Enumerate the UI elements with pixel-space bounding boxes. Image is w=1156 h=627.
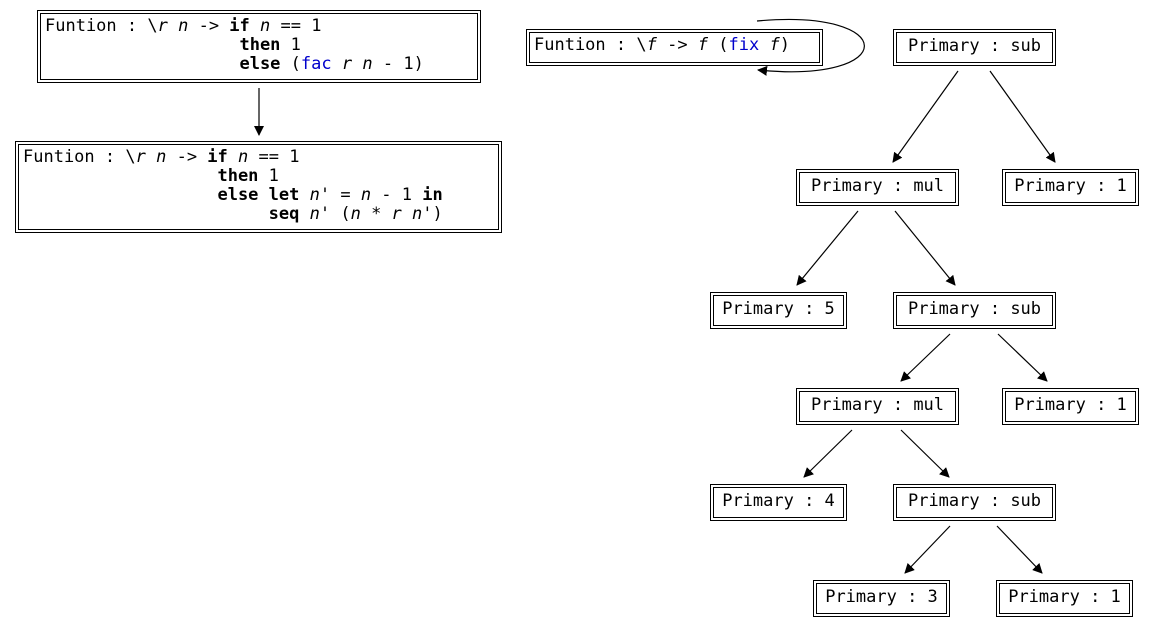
- function-node-fix: Funtion : \f -> f (fix f): [526, 29, 823, 66]
- code-token: ->: [188, 16, 230, 36]
- code-token: ): [779, 35, 790, 55]
- tree-node-1-c: Primary : 1: [996, 580, 1133, 617]
- tree-node-mul-2: Primary : mul: [796, 388, 959, 425]
- code-token: (: [280, 54, 301, 74]
- code-line: Funtion : \r n -> if n == 1: [23, 148, 494, 167]
- edge-sub3-to-1: [996, 525, 1043, 574]
- edge-mul-to-5: [796, 210, 859, 286]
- edge-sub2-to-1: [997, 333, 1048, 382]
- node-label: Primary : sub: [896, 487, 1053, 518]
- code-token: n: [260, 16, 271, 36]
- code-token: - 1: [371, 185, 423, 205]
- code-token: f: [646, 35, 657, 55]
- code-token: n: [350, 204, 361, 224]
- function-node-seq: Funtion : \r n -> if n == 1 then 1 else …: [15, 141, 502, 233]
- code-token: else let: [217, 185, 300, 205]
- code-token: else: [239, 54, 281, 74]
- code-token: Funtion : \: [23, 147, 136, 167]
- code-line: else (fac r n - 1): [45, 55, 473, 74]
- code-token: 1: [280, 35, 301, 55]
- code-block: Funtion : \r n -> if n == 1 then 1 else …: [40, 13, 478, 80]
- code-token: Funtion : \: [534, 35, 647, 55]
- node-label: Primary : 1: [999, 583, 1130, 614]
- code-token: 1: [258, 166, 279, 186]
- edge-sub-to-mul: [892, 70, 959, 163]
- code-token: fix: [728, 35, 760, 55]
- code-token: r: [391, 204, 402, 224]
- function-node-fac: Funtion : \r n -> if n == 1 then 1 else …: [37, 10, 481, 83]
- code-line: then 1: [45, 36, 473, 55]
- code-token: seq: [268, 204, 300, 224]
- node-label: Primary : 4: [713, 487, 844, 518]
- code-token: then: [239, 35, 281, 55]
- code-token: == 1: [270, 16, 322, 36]
- node-label: Primary : mul: [799, 391, 956, 422]
- code-token: n: [178, 16, 189, 36]
- code-token: (: [708, 35, 729, 55]
- tree-node-sub-2: Primary : sub: [893, 292, 1056, 329]
- tree-node-5: Primary : 5: [710, 292, 847, 329]
- code-block: Funtion : \r n -> if n == 1 then 1 else …: [18, 144, 499, 230]
- code-token: f: [769, 35, 780, 55]
- code-token: fac: [300, 54, 332, 74]
- code-block: Funtion : \f -> f (fix f): [529, 32, 820, 63]
- code-token: if: [229, 16, 250, 36]
- code-token: ' (: [319, 204, 351, 224]
- tree-node-sub-3: Primary : sub: [893, 484, 1056, 521]
- edge-sub2-to-mul2: [900, 333, 951, 382]
- code-token: r: [341, 54, 353, 74]
- node-label: Primary : 5: [713, 295, 844, 326]
- code-line: else let n' = n - 1 in: [23, 186, 494, 205]
- edge-sub3-to-3: [904, 525, 951, 574]
- node-label: Primary : sub: [896, 295, 1053, 326]
- node-label: Primary : mul: [799, 172, 956, 203]
- code-token: n: [238, 147, 249, 167]
- edge-mul2-to-sub3: [900, 429, 950, 478]
- code-token: ->: [656, 35, 698, 55]
- code-token: if: [207, 147, 228, 167]
- edge-fix-self-loop: [756, 18, 865, 76]
- edge-sub-to-1: [989, 70, 1056, 163]
- tree-node-mul-1: Primary : mul: [796, 169, 959, 206]
- code-token: - 1): [372, 54, 424, 74]
- code-token: n: [360, 185, 372, 205]
- code-token: n: [156, 147, 167, 167]
- edge-mul2-to-4: [803, 429, 853, 478]
- code-token: n: [309, 204, 320, 224]
- code-token: n: [362, 54, 373, 74]
- code-line: Funtion : \f -> f (fix f): [534, 36, 815, 55]
- code-line: Funtion : \r n -> if n == 1: [45, 17, 473, 36]
- code-line: then 1: [23, 167, 494, 186]
- tree-node-1-a: Primary : 1: [1002, 169, 1139, 206]
- tree-node-4: Primary : 4: [710, 484, 847, 521]
- tree-node-sub-root: Primary : sub: [893, 29, 1056, 66]
- tree-node-3: Primary : 3: [813, 580, 950, 617]
- code-token: '): [422, 204, 443, 224]
- code-token: f: [697, 35, 709, 55]
- code-token: ' =: [319, 185, 361, 205]
- node-label: Primary : sub: [896, 32, 1053, 63]
- code-token: == 1: [248, 147, 300, 167]
- code-token: r: [135, 147, 146, 167]
- code-token: r: [157, 16, 168, 36]
- code-token: n: [412, 204, 423, 224]
- code-line: seq n' (n * r n'): [23, 205, 494, 224]
- node-label: Primary : 1: [1005, 391, 1136, 422]
- code-token: *: [360, 204, 392, 224]
- code-token: n: [309, 185, 320, 205]
- edge-mul-to-sub: [894, 210, 956, 286]
- node-label: Primary : 1: [1005, 172, 1136, 203]
- code-token: in: [422, 185, 443, 205]
- node-label: Primary : 3: [816, 583, 947, 614]
- tree-node-1-b: Primary : 1: [1002, 388, 1139, 425]
- code-token: then: [217, 166, 259, 186]
- code-token: Funtion : \: [45, 16, 158, 36]
- code-token: ->: [166, 147, 208, 167]
